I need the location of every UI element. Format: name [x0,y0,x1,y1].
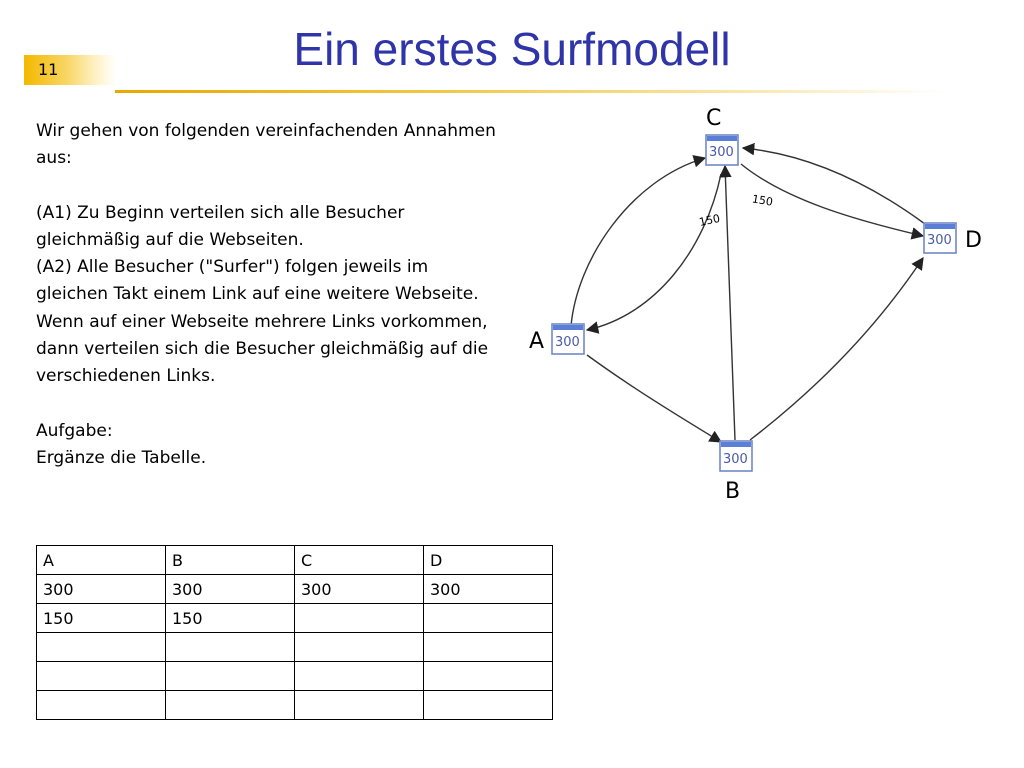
edge-c-to-a [585,173,722,334]
edge-c-to-d [740,163,925,240]
title-underline [115,90,945,93]
slide-title: Ein erstes Surfmodell [293,23,731,75]
table-cell[interactable] [294,603,424,633]
edge-label-c-d: 150 [751,192,774,208]
table-cell[interactable] [165,690,295,720]
edge-b-to-c [719,164,736,441]
table-cell[interactable] [165,632,295,662]
node-d-label: D [965,228,982,253]
table-cell[interactable]: 150 [36,603,166,633]
table-cell[interactable] [36,632,166,662]
node-b-value: 300 [723,452,748,467]
table-cell[interactable]: 300 [165,574,295,604]
table-cell[interactable] [423,603,553,633]
table-cell[interactable] [294,661,424,691]
table-row: 150 150 [36,603,553,633]
node-b-label: B [725,479,740,504]
edge-d-to-c [741,142,926,225]
table-cell[interactable]: 300 [36,574,166,604]
task-text: Ergänze die Tabelle. [36,447,207,468]
node-c: 300 [705,134,739,166]
node-c-label: C [706,106,721,131]
table-header-row: A B C D [36,545,553,575]
edge-b-to-d [749,256,924,441]
table-cell[interactable] [294,632,424,662]
table-header-cell: C [294,545,424,575]
table-cell[interactable]: 300 [294,574,424,604]
assumptions-text: Wir gehen von folgenden vereinfachenden … [36,118,496,472]
slide-number-badge: 11 [24,55,116,85]
table-cell[interactable] [165,661,295,691]
assumption-a1: (A1) Zu Beginn verteilen sich alle Besuc… [36,202,405,250]
table-header-cell: D [423,545,553,575]
table-row [36,690,553,720]
table-cell[interactable] [423,632,553,662]
slide-number: 11 [38,60,59,79]
table-cell[interactable] [423,661,553,691]
node-a-label: A [529,329,544,354]
surf-graph: 150 150 300 C 300 D 300 A 300 B [529,106,982,504]
node-d: 300 [923,222,957,254]
table-row [36,632,553,662]
edge-a-to-b [586,354,723,443]
distribution-table: A B C D 300 300 300 300 150 150 [36,545,553,720]
node-a: 300 [551,323,585,355]
node-b: 300 [719,440,753,472]
node-a-value: 300 [555,335,580,350]
table-cell[interactable] [36,661,166,691]
edge-a-to-c [570,155,707,327]
table-header-cell: B [165,545,295,575]
table-header-cell: A [36,545,166,575]
table-row: 300 300 300 300 [36,574,553,604]
assumption-a2: (A2) Alle Besucher ("Surfer") folgen jew… [36,257,489,387]
table-cell[interactable] [423,690,553,720]
edge-label-a-c: 150 [698,212,721,229]
node-d-value: 300 [927,233,952,248]
intro-paragraph: Wir gehen von folgenden vereinfachenden … [36,121,496,169]
table-cell[interactable] [294,690,424,720]
table-cell[interactable]: 300 [423,574,553,604]
table-cell[interactable]: 150 [165,603,295,633]
table-row [36,661,553,691]
task-heading: Aufgabe: [36,420,113,441]
node-c-value: 300 [709,145,734,160]
table-cell[interactable] [36,690,166,720]
